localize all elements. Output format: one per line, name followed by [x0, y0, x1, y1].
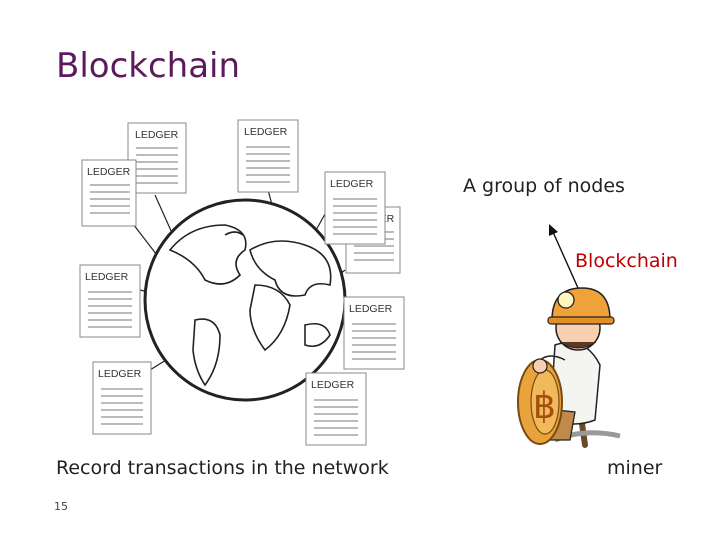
- svg-text:LEDGER: LEDGER: [330, 178, 374, 190]
- svg-text:LEDGER: LEDGER: [311, 379, 355, 391]
- ledger-doc: LEDGER: [127, 122, 187, 194]
- svg-text:LEDGER: LEDGER: [349, 303, 393, 315]
- ledger-doc: LEDGER: [343, 296, 405, 370]
- svg-text:฿: ฿: [533, 386, 556, 427]
- nodes-caption: A group of nodes: [463, 175, 625, 197]
- slide-title: Blockchain: [56, 46, 241, 86]
- svg-text:LEDGER: LEDGER: [135, 129, 179, 141]
- miner-illustration: ฿: [517, 287, 621, 448]
- ledger-doc: LEDGER: [237, 119, 299, 193]
- ledger-doc: LEDGER: [324, 171, 386, 245]
- svg-text:LEDGER: LEDGER: [244, 126, 288, 138]
- network-caption: Record transactions in the network: [56, 457, 389, 479]
- ledger-doc: LEDGER: [81, 159, 137, 227]
- globe: [143, 198, 347, 402]
- svg-text:LEDGER: LEDGER: [98, 368, 142, 380]
- ledger-doc: LEDGER: [92, 361, 152, 435]
- blockchain-label: Blockchain: [575, 250, 678, 272]
- ledger-doc: LEDGER: [305, 372, 367, 446]
- miner-caption: miner: [607, 457, 663, 479]
- svg-text:LEDGER: LEDGER: [87, 166, 131, 178]
- arrow-up: [549, 224, 579, 289]
- ledger-doc: LEDGER: [79, 264, 141, 338]
- page-number: 15: [54, 500, 68, 513]
- svg-text:LEDGER: LEDGER: [85, 271, 129, 283]
- ledger-documents: LEDGER LEDGER LEDGER LEDGER LEDGER LEDGE…: [79, 119, 405, 446]
